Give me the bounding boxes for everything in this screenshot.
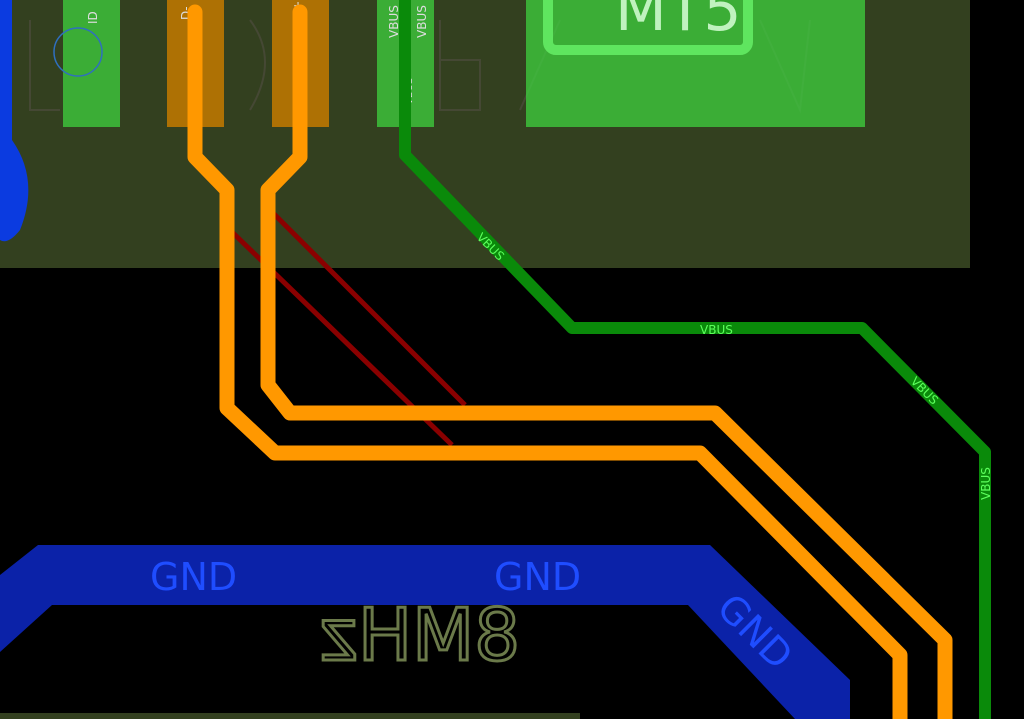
via-id bbox=[53, 27, 103, 77]
pad-label-id: ID bbox=[86, 11, 100, 24]
pad-label-vbus-2: VBUS bbox=[415, 5, 429, 38]
silkscreen-8mhz: 8MHz bbox=[320, 593, 520, 677]
mt5-outline bbox=[543, 0, 753, 55]
vbus-label-4: VBUS bbox=[979, 467, 993, 500]
vbus-label-2: VBUS bbox=[700, 323, 733, 337]
trace-d-minus[interactable] bbox=[187, 4, 908, 719]
gnd-pour[interactable] bbox=[0, 545, 850, 719]
gnd-label-2: GND bbox=[494, 555, 581, 599]
vbus-label-3: VBUS bbox=[908, 374, 941, 407]
pad-id[interactable] bbox=[63, 0, 120, 127]
component-ref: MT5 bbox=[615, 0, 742, 45]
trace-vbus[interactable] bbox=[399, 0, 991, 719]
board-edge-bottom bbox=[0, 713, 580, 719]
gnd-pad-left[interactable] bbox=[0, 0, 29, 242]
gnd-label-1: GND bbox=[150, 555, 237, 599]
pad-mt5[interactable] bbox=[526, 0, 865, 127]
trace-d-plus[interactable] bbox=[260, 4, 953, 719]
pad-label-vbus-1: VBUS bbox=[387, 5, 401, 38]
